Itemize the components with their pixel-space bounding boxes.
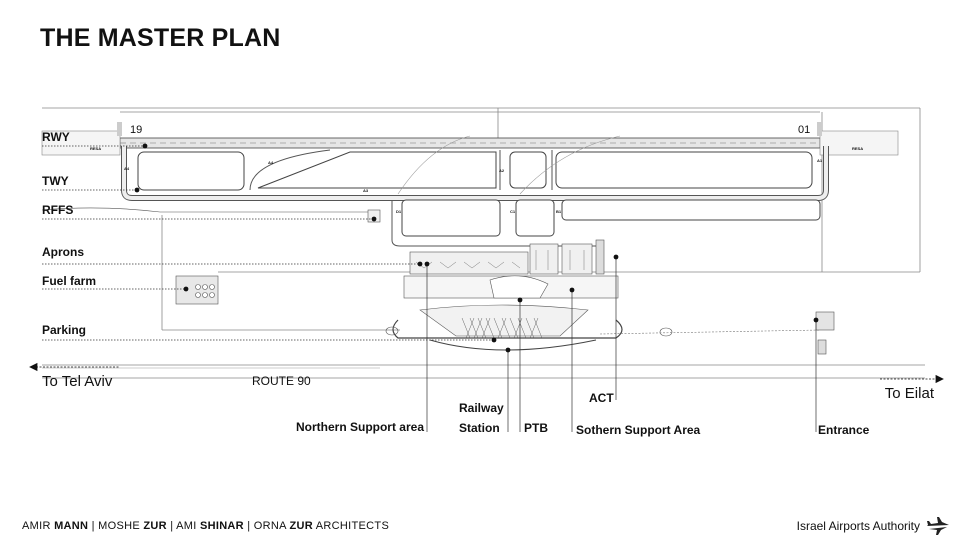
runway: [41, 122, 899, 156]
svg-text:A4: A4: [268, 160, 274, 165]
svg-text:A1: A1: [817, 158, 823, 163]
svg-text:C1: C1: [510, 209, 516, 214]
callout-entrance: Entrance: [818, 423, 870, 437]
svg-text:A3: A3: [363, 188, 369, 193]
legend-rffs: RFFS: [42, 203, 73, 217]
legend-parking: Parking: [42, 323, 86, 337]
airfield-boundary: [42, 107, 925, 379]
legend-dots: [134, 143, 497, 343]
page-title: THE MASTER PLAN: [40, 24, 281, 52]
runway-end-19: 19: [130, 124, 142, 136]
callout-railway-line1: Railway: [459, 401, 504, 415]
svg-text:B1: B1: [556, 209, 562, 214]
legend-leaders: [42, 145, 494, 341]
architects-credit: AMIR MANN | MOSHE ZUR | AMI SHINAR | ORN…: [22, 520, 390, 532]
airports-authority-name: Israel Airports Authority: [796, 519, 920, 533]
callout-dots: [424, 254, 819, 353]
rffs-building: [41, 207, 381, 223]
svg-text:D1: D1: [396, 209, 402, 214]
legend-fuel-farm: Fuel farm: [42, 274, 96, 288]
direction-to-eilat: To Eilat: [885, 385, 935, 402]
direction-to-tel-aviv: To Tel Aviv: [42, 373, 113, 390]
runway-end-01: 01: [798, 124, 810, 136]
resa-left-label: RESA: [90, 146, 101, 151]
entrance-gate: [815, 311, 835, 355]
route-90-label: ROUTE 90: [252, 374, 311, 388]
callout-northern-support: Northern Support area: [296, 420, 424, 434]
resa-right-label: RESA: [852, 146, 863, 151]
legend-rwy: RWY: [42, 130, 70, 144]
plane-logo-icon: [927, 517, 949, 535]
callout-leaders: [426, 257, 817, 432]
callout-act: ACT: [589, 391, 614, 405]
direction-arrows: [29, 362, 944, 384]
callout-ptb: PTB: [524, 421, 548, 435]
fuel-farm: [175, 275, 219, 305]
apron-area: [409, 239, 605, 275]
svg-text:A4: A4: [124, 166, 130, 171]
legend-aprons: Aprons: [42, 245, 84, 259]
callout-railway-line2: Station: [459, 421, 500, 435]
callout-southern-support: Sothern Support Area: [576, 423, 701, 437]
terminal-complex: [385, 275, 821, 351]
svg-text:A2: A2: [499, 168, 505, 173]
taxiway-codes: A4 A4 A3 A2 A1 D1 C1 B1: [124, 158, 823, 214]
legend-twy: TWY: [42, 174, 69, 188]
taxiway-system: [121, 135, 829, 247]
